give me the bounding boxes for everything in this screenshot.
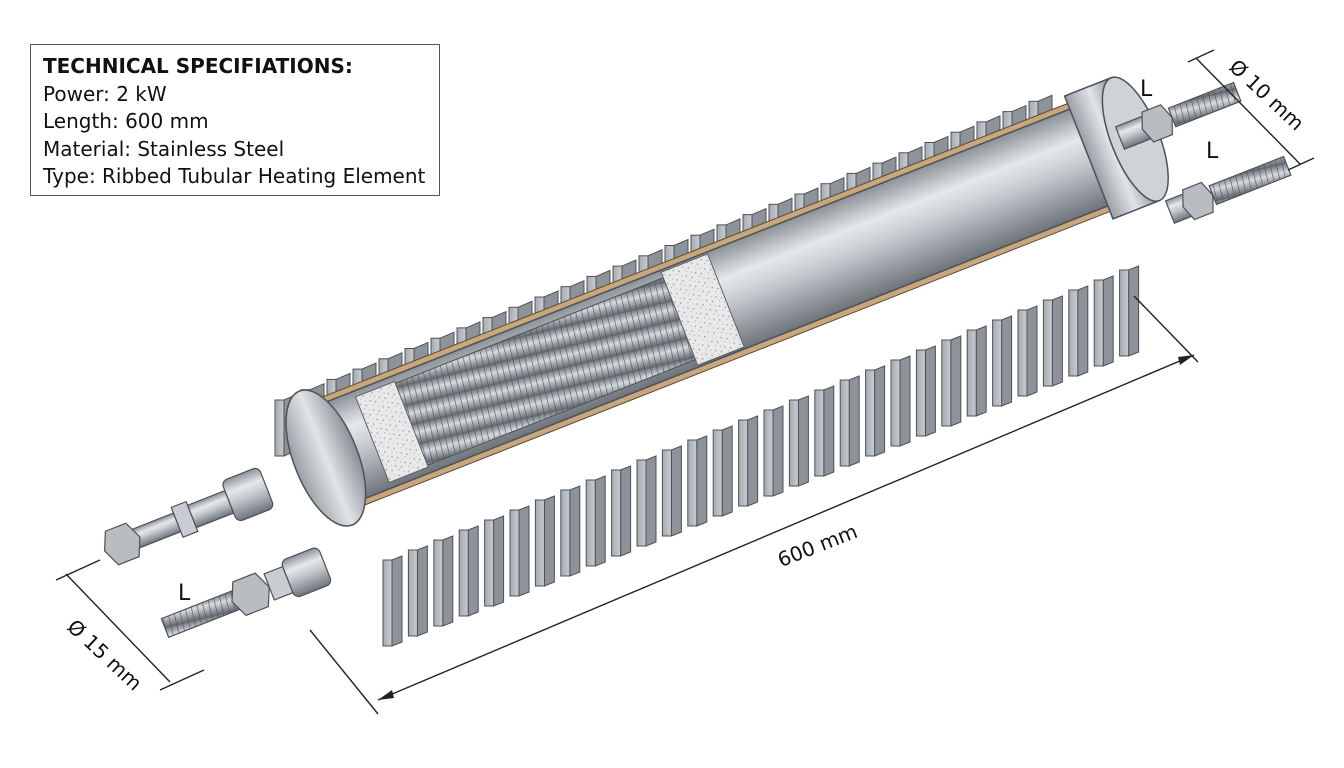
- fin-front: [814, 385, 835, 477]
- fin-front: [458, 525, 479, 617]
- fin-front: [865, 365, 886, 457]
- terminal-label-right-mid: L: [1206, 139, 1219, 164]
- spec-length: Length: 600 mm: [43, 109, 209, 133]
- fin-front: [636, 455, 657, 547]
- fin-front: [534, 495, 555, 587]
- dimension-terminal-diameter: [1187, 49, 1315, 171]
- fin-front: [484, 515, 505, 607]
- spec-power: Power: 2 kW: [43, 81, 167, 106]
- dimension-tube-diameter-label: Ø 15 mm: [63, 614, 147, 695]
- terminal-label-right-top: L: [1140, 77, 1153, 102]
- fin-front: [941, 335, 962, 427]
- terminal-right-upper: [1114, 81, 1242, 150]
- fin-front: [966, 325, 987, 417]
- flange-left: [285, 389, 367, 527]
- fin-front: [712, 425, 733, 517]
- front-fin-row: [382, 265, 1140, 647]
- heating-tube-body: [285, 76, 1169, 527]
- fin-front: [382, 555, 403, 647]
- fin-front: [407, 545, 428, 637]
- terminal-left-lower: [160, 547, 332, 639]
- fin-front: [687, 435, 708, 527]
- ceramic-packing-left: [354, 380, 429, 484]
- ceramic-packing-right: [660, 253, 745, 366]
- fin-front: [788, 395, 809, 487]
- fin-front: [433, 535, 454, 627]
- fin-front: [1068, 285, 1089, 377]
- terminal-right-lower: [1164, 155, 1292, 224]
- fin-front: [1017, 305, 1038, 397]
- spec-title: TECHNICAL SPECIFIATIONS:: [43, 54, 353, 78]
- dimension-tube-diameter: [55, 559, 205, 691]
- fin-front: [1042, 295, 1063, 387]
- fin-front: [890, 355, 911, 447]
- spec-type: Type: Ribbed Tubular Heating Element: [43, 164, 426, 188]
- terminal-label-left: L: [178, 581, 191, 606]
- spec-material: Material: Stainless Steel: [43, 136, 285, 161]
- dimension-length: [309, 295, 1199, 715]
- terminal-left-upper: [103, 467, 274, 566]
- fin-front: [585, 475, 606, 567]
- fin-front: [839, 375, 860, 467]
- fin-front: [763, 405, 784, 497]
- fin-front: [738, 415, 759, 507]
- fin-front: [509, 505, 530, 597]
- technical-specifications-box: TECHNICAL SPECIFIATIONS: Power: 2 kW Len…: [30, 44, 440, 196]
- fin-front: [1119, 265, 1140, 357]
- fin-front: [611, 465, 632, 557]
- fin-front: [661, 445, 682, 537]
- fin-front: [915, 345, 936, 437]
- fin-front: [1093, 275, 1114, 367]
- fin-front: [560, 485, 581, 577]
- fin-front: [992, 315, 1013, 407]
